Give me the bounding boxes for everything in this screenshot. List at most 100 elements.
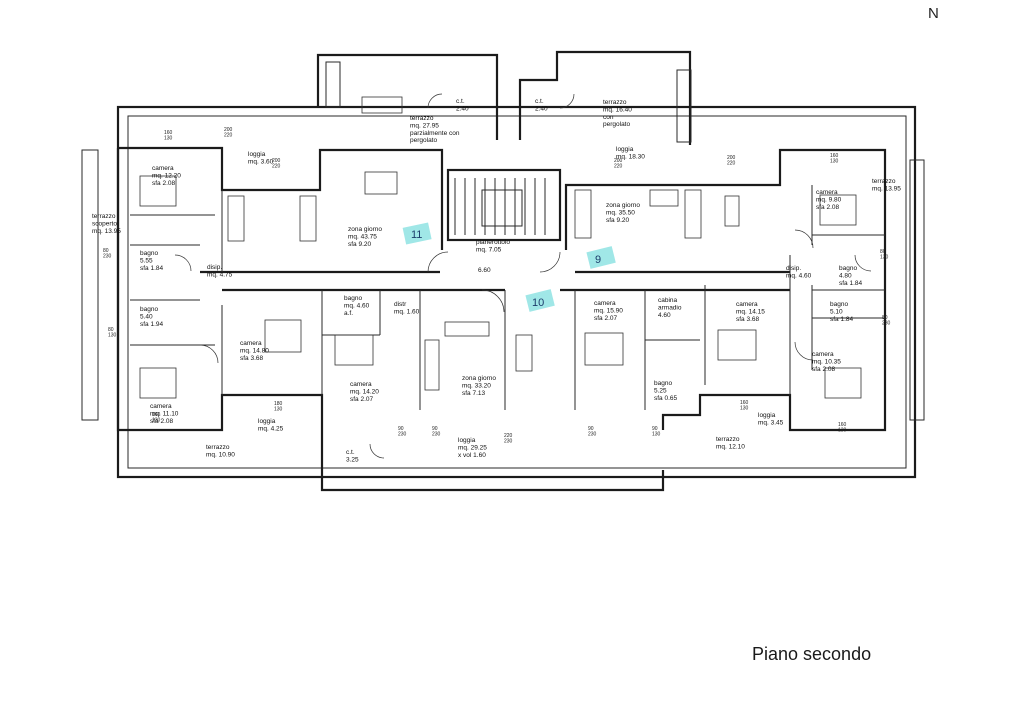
room-label-line: mq. 12.20	[152, 172, 181, 179]
unit-tag-11: 11	[402, 222, 432, 245]
room-label-line: mq. 12.10	[716, 443, 745, 450]
room-label-15: disip.mq. 4.75	[207, 264, 233, 278]
dimension-label-line: 130	[652, 432, 661, 438]
room-label-line: mq. 3.60	[248, 158, 274, 165]
room-label-line: c.t.	[535, 98, 544, 105]
unit-tag-label: 9	[595, 254, 601, 266]
dimension-label-line: 180	[274, 401, 283, 407]
dimension-label-line: 160	[152, 412, 161, 418]
room-label-line: disip.	[786, 265, 801, 272]
room-label-line: camera	[736, 301, 758, 308]
dimension-label-line: 220	[504, 433, 513, 439]
room-label-line: bagno	[344, 295, 362, 302]
room-label-line: mq. 14.80	[240, 347, 269, 354]
room-label-line: sfa 2.07	[594, 315, 618, 322]
dimension-label-line: 130	[274, 407, 283, 413]
room-label-line: mq. 13.95	[872, 185, 901, 192]
room-label-line: terrazzo	[92, 213, 116, 220]
room-label-line: pianerottolo	[476, 239, 510, 246]
room-label-line: x vol 1.60	[458, 452, 486, 459]
room-label-line: cabina	[658, 297, 678, 304]
unit-tag-label: 11	[411, 229, 422, 241]
room-label-line: mq. 15.90	[594, 307, 623, 314]
room-label-line: sfa 1.84	[830, 316, 854, 323]
room-label-line: sfa 2.08	[152, 180, 176, 187]
room-label-line: zona giorno	[606, 202, 640, 209]
furniture	[139, 96, 862, 399]
north-mark: N	[928, 5, 939, 22]
dimension-label-line: 220	[727, 161, 736, 167]
room-label-line: terrazzo	[410, 115, 434, 122]
unit-tag-label: 10	[532, 297, 544, 309]
room-label-line: 2.40	[456, 105, 469, 112]
room-label-line: 5.10	[830, 308, 843, 315]
room-label-line: 4.80	[839, 272, 852, 279]
dimension-label-line: 130	[108, 333, 117, 339]
unit-tag-9: 9	[586, 246, 616, 269]
room-label-line: mq. 4.60	[344, 302, 370, 309]
room-label-line: mq. 10.35	[812, 358, 841, 365]
room-label-line: bagno	[839, 265, 857, 272]
room-label-line: loggia	[258, 418, 276, 425]
dimension-label-line: 130	[164, 136, 173, 142]
dimension-label-line: 80	[880, 249, 886, 255]
room-label-line: terrazzo	[872, 178, 896, 185]
room-label-line: camera	[152, 165, 174, 172]
dimension-label-line: 90	[398, 426, 404, 432]
dimension-label-line: 230	[103, 254, 112, 260]
room-label-line: sfa 1.84	[839, 280, 863, 287]
room-label-line: sfa 0.65	[654, 395, 678, 402]
dimension-label-line: 200	[727, 155, 736, 161]
dimension-label-line: 130	[838, 428, 847, 434]
dimension-label-line: 130	[740, 406, 749, 412]
dimension-label-line: 200	[224, 127, 233, 133]
room-label-line: mq. 14.20	[350, 388, 379, 395]
dimension-label-line: 160	[830, 153, 839, 159]
dimension-label-line: 230	[588, 432, 597, 438]
room-label-line: armadio	[658, 304, 682, 311]
room-label-line: sfa 2.08	[812, 366, 836, 373]
dimension-label-line: 220	[224, 133, 233, 139]
dimension-label-line: 90	[588, 426, 594, 432]
dimension-label-line: 80	[103, 248, 109, 254]
room-label-16: disip.mq. 4.60	[786, 265, 812, 279]
room-label-line: camera	[594, 300, 616, 307]
room-label-line: loggia	[616, 146, 634, 153]
room-label-line: 5.25	[654, 387, 667, 394]
room-label-line: sfa 3.68	[736, 316, 760, 323]
dimension-label-line: 230	[504, 439, 513, 445]
room-label-line: mq. 9.80	[816, 196, 842, 203]
